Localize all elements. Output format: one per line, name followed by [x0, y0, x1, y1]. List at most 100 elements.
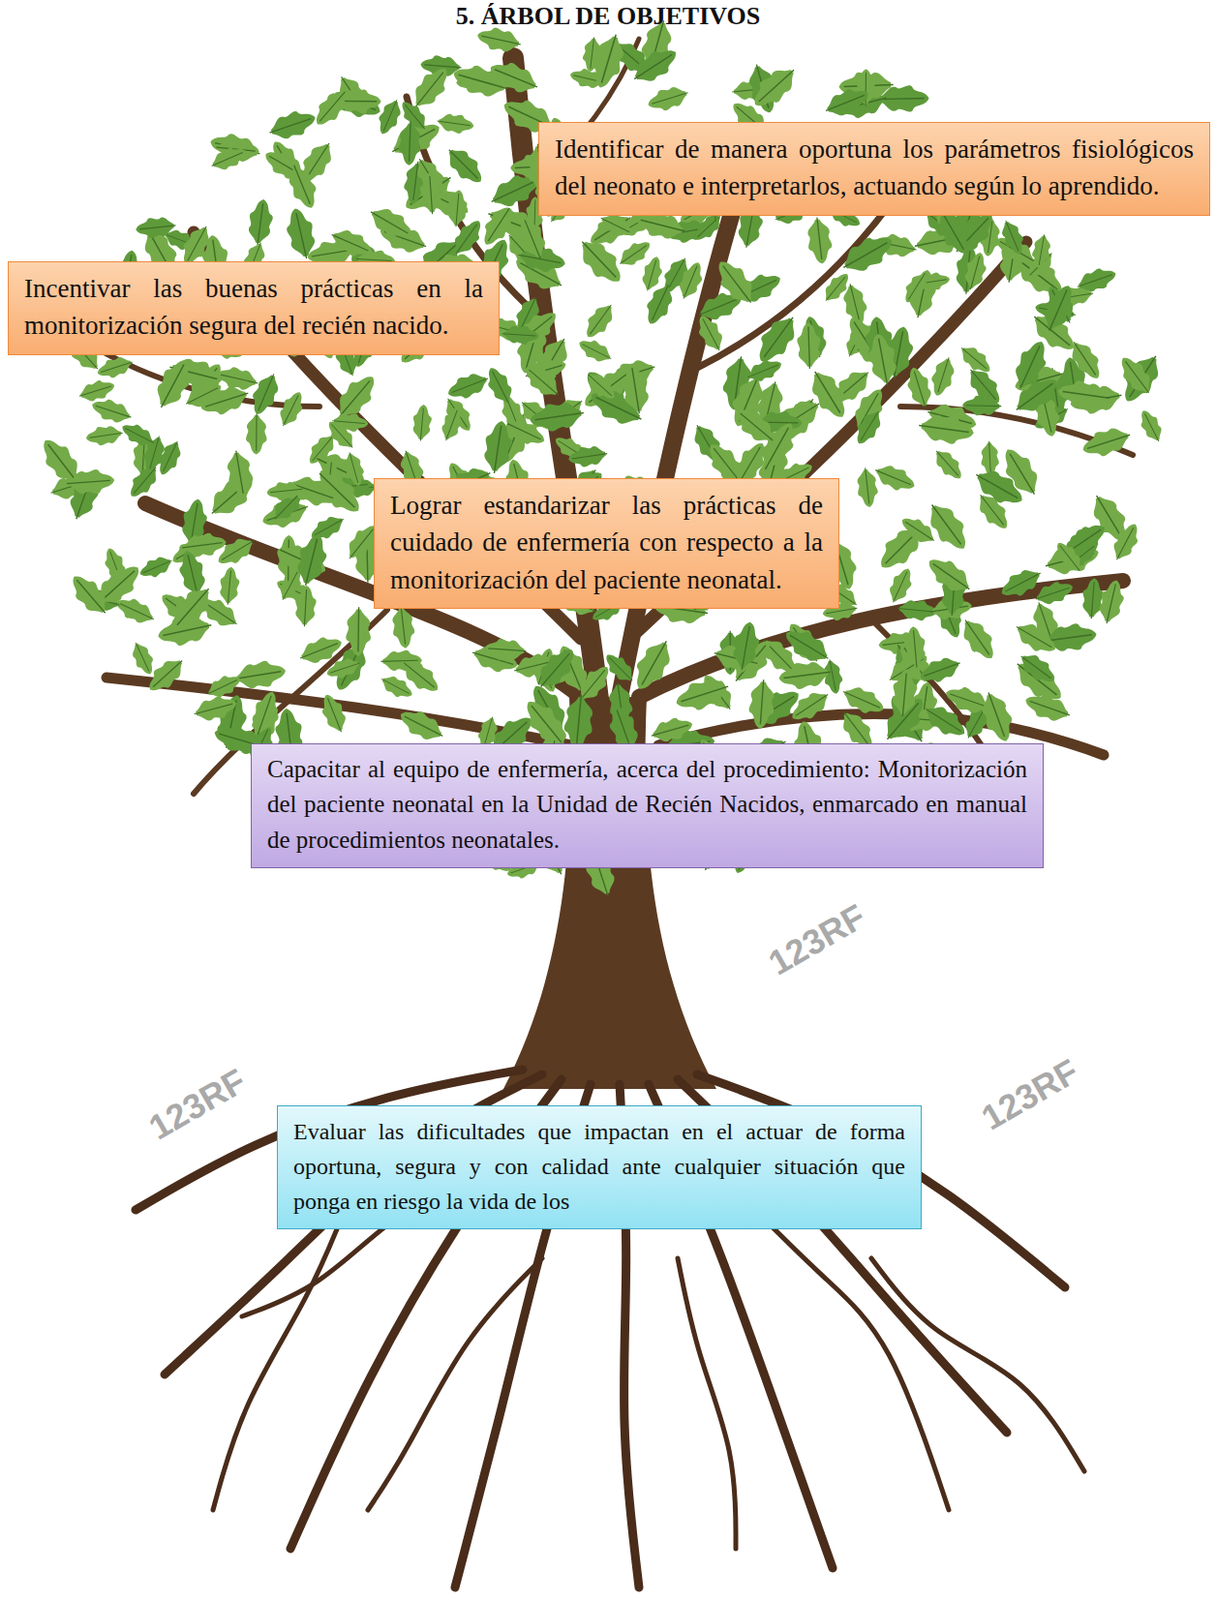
leaf-blade	[1114, 351, 1157, 398]
leaf-vein	[491, 181, 535, 202]
leaf-vein	[879, 338, 888, 386]
leaf-blade	[481, 419, 516, 473]
leaf-vein	[941, 211, 964, 250]
leaf	[1135, 406, 1167, 446]
leaf	[796, 322, 822, 369]
leaf-vein	[1038, 234, 1044, 266]
leaf	[294, 584, 318, 627]
leaf-vein	[619, 244, 647, 264]
leaf	[746, 60, 803, 115]
leaf-vein	[507, 424, 542, 440]
leaf-vein	[357, 607, 360, 652]
root	[755, 1210, 949, 1511]
leaf-vein	[163, 441, 179, 472]
leaf	[747, 678, 776, 730]
leaf	[709, 254, 761, 311]
leaf-blade	[182, 377, 226, 413]
leaf	[916, 653, 964, 689]
leaf-blade	[804, 366, 854, 425]
leaf	[142, 652, 189, 699]
leaf	[777, 659, 832, 693]
leaf	[929, 445, 968, 486]
leaf-vein	[1063, 392, 1110, 399]
leaf	[902, 625, 927, 669]
leaf	[245, 198, 275, 247]
leaf	[64, 569, 115, 622]
leaf-blade	[823, 83, 874, 122]
leaf	[136, 552, 176, 583]
leaf	[671, 673, 732, 717]
leaf-vein	[305, 539, 318, 586]
leaf-blade	[903, 364, 936, 410]
leaf	[897, 512, 941, 549]
leaf-vein	[1091, 581, 1095, 619]
leaf	[1056, 378, 1111, 412]
leaf-blade	[899, 270, 932, 307]
leaf-vein	[494, 69, 538, 88]
leaf-vein	[220, 374, 258, 384]
leaf-vein	[294, 165, 310, 205]
leaf	[76, 376, 118, 406]
leaf-blade	[873, 460, 919, 496]
leaf	[327, 224, 377, 263]
leaf	[586, 30, 630, 92]
leaf-blade	[245, 198, 275, 245]
leaf-blade	[247, 688, 284, 736]
leaf-vein	[908, 273, 925, 300]
leaf-vein	[162, 625, 212, 637]
leaf-vein	[1077, 274, 1113, 287]
leaf-blade	[308, 86, 352, 131]
leaf	[444, 368, 492, 405]
leaf-vein	[531, 705, 562, 743]
leaf-vein	[932, 505, 962, 546]
leaf-blade	[517, 694, 571, 750]
objective-box: Incentivar las buenas prácticas en la mo…	[7, 261, 500, 356]
objective-text: Incentivar las buenas prácticas en la mo…	[24, 270, 484, 345]
leaf	[743, 355, 785, 387]
leaf-vein	[601, 217, 631, 233]
leaf-vein	[936, 451, 959, 477]
leaf	[223, 449, 256, 501]
leaf	[85, 424, 125, 449]
leaf-blade	[927, 356, 959, 399]
leaf-blade	[919, 412, 976, 448]
leaf-blade	[921, 700, 972, 744]
leaf	[955, 613, 1002, 666]
leaf	[961, 250, 991, 293]
leaf-vein	[632, 367, 639, 414]
leaf-vein	[481, 35, 520, 45]
leaf-vein	[763, 317, 793, 358]
leaf-vein	[651, 725, 689, 736]
leaf-blade	[902, 625, 927, 667]
leaf-blade	[446, 188, 468, 226]
leaf-vein	[95, 405, 132, 418]
leaf-vein	[589, 304, 611, 335]
leaf-vein	[449, 150, 479, 180]
leaf-blade	[627, 637, 678, 697]
leaf-vein	[76, 579, 105, 613]
leaf	[331, 411, 369, 433]
leaf	[308, 85, 354, 132]
leaf-vein	[416, 72, 444, 107]
objective-text: Capacitar al equipo de enfermería, acerc…	[267, 752, 1028, 858]
leaf-vein	[1004, 573, 1040, 592]
leaf-blade	[729, 620, 762, 670]
leaf-vein	[893, 331, 903, 378]
leaf	[265, 105, 319, 145]
leaf	[377, 670, 417, 703]
leaf-vein	[349, 452, 359, 483]
leaf-vein	[89, 432, 122, 438]
leaf	[674, 258, 708, 303]
leaf	[163, 579, 219, 638]
leaf	[896, 598, 939, 622]
leaf-blade	[779, 622, 833, 669]
leaf	[920, 496, 975, 557]
leaf-blade	[838, 228, 899, 279]
leaf-vein	[494, 425, 502, 474]
leaf	[501, 324, 540, 346]
leaf-vein	[177, 588, 210, 625]
leaf-blade	[512, 212, 550, 262]
leaf	[1095, 577, 1128, 627]
leaf-blade	[644, 83, 690, 116]
leaf-blade	[94, 353, 134, 382]
